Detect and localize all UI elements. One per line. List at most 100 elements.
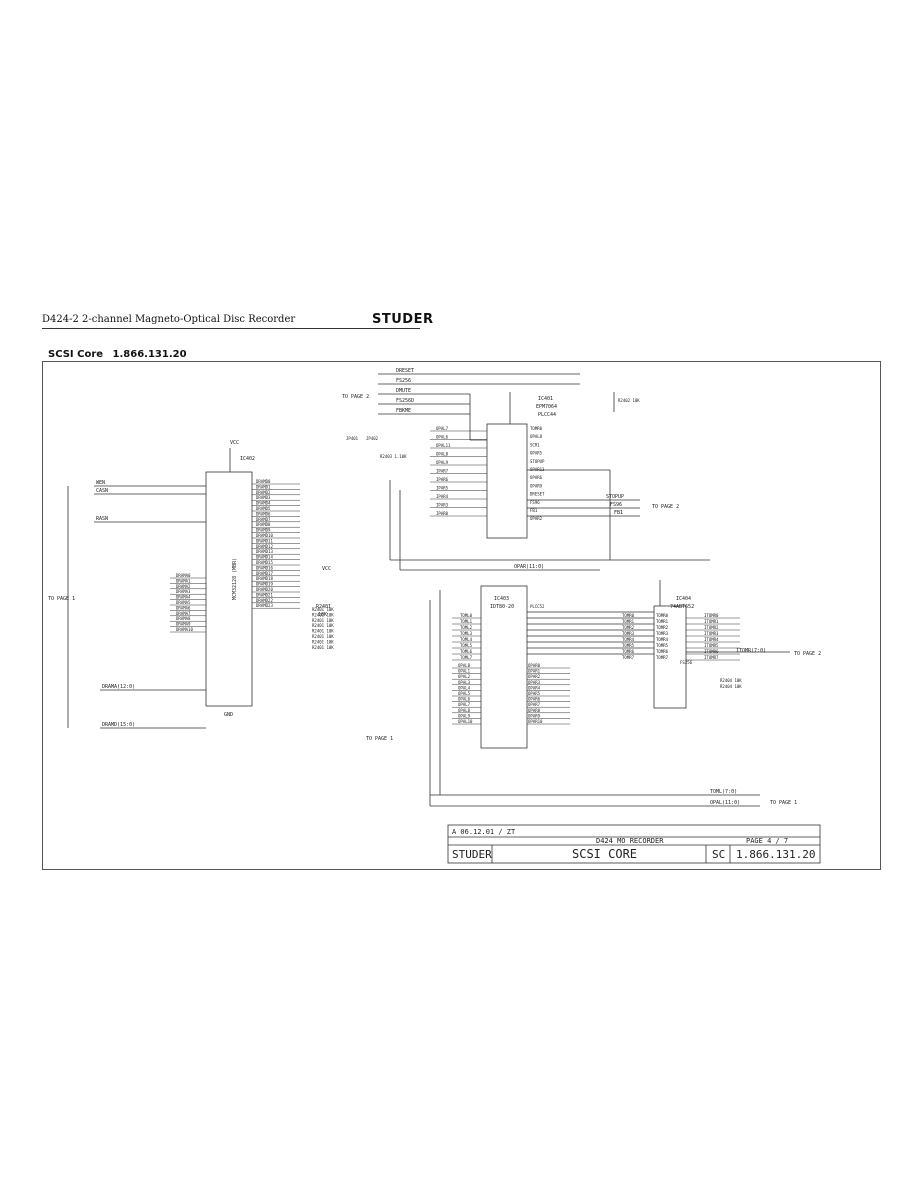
ic404-in-net: TOMR5 — [656, 643, 669, 648]
ic401-right-net: OPAL8 — [530, 434, 543, 439]
title-block-doc-prefix: SC — [712, 848, 725, 861]
ic402-addr-net: DRAMA9 — [176, 622, 191, 627]
ic401-left-net: OPAL8 — [436, 452, 449, 457]
ic404-out-net: ITOMR4 — [704, 637, 719, 642]
title-block-company: STUDER — [452, 848, 492, 861]
ic402-data-net: DRAMD18 — [256, 576, 273, 581]
title-block-project: D424 MO RECORDER — [596, 837, 664, 845]
ic404-in-net: TOMR6 — [656, 649, 669, 654]
r2401-pullup: R2401 10K — [312, 607, 334, 612]
ic403-in-net: TOML3 — [460, 631, 473, 636]
ic403-in-net: TOML6 — [460, 649, 473, 654]
signal-rasn: RASN — [96, 516, 108, 522]
ic402-data-net: DRAMD7 — [256, 517, 271, 522]
ic402-address-pins: DRAMA0DRAMA1DRAMA2DRAMA3DRAMA4DRAMA5DRAM… — [170, 573, 206, 633]
signal-wen: WEN — [96, 480, 105, 486]
ic404-in-net: TOMR3 — [656, 631, 669, 636]
ic404-r2402: R2402 10K — [618, 398, 640, 403]
bus-drama: DRAMA(12:0) — [102, 684, 135, 690]
ic402-addr-net: DRAMA5 — [176, 600, 191, 605]
signal-dreset: DRESET — [396, 368, 414, 374]
ic403-dp-left-net: OPAL8 — [458, 708, 471, 713]
ic401-r2403: R2403 1.10K — [380, 454, 407, 459]
ic401-left-net: IPAR3 — [436, 503, 449, 508]
header-rule — [42, 328, 420, 329]
ic403-out-net: TOMR1 — [622, 619, 635, 624]
ic402-addr-net: DRAMA0 — [176, 573, 191, 578]
ic404-out-net: ITOMR2 — [704, 625, 719, 630]
jp401: JP401 — [346, 436, 359, 441]
ic402-addr-net: DRAMA3 — [176, 589, 191, 594]
ic402-data-net: DRAMD21 — [256, 592, 273, 597]
ic402-body — [205, 471, 253, 707]
r2401-vcc: VCC — [322, 566, 331, 572]
ic402-data-net: DRAMD8 — [256, 522, 271, 527]
section-label: SCSI Core — [48, 349, 104, 360]
to-page-1-right: TO PAGE 1 — [770, 800, 797, 806]
ic402-data-net: DRAMD15 — [256, 560, 273, 565]
ic403-ref: IC403 — [494, 596, 509, 602]
ic401-left-pins: OPAL7OPAL6OPAL11OPAL8OPAL9IPAR7IPAR6IPAR… — [430, 426, 487, 517]
ic401-right-net: SCR1 — [530, 442, 540, 447]
ic403-out-net: TOMR6 — [622, 649, 635, 654]
ic403-dp-left-net: OPAL6 — [458, 697, 471, 702]
ic404-in-net: TOMR4 — [656, 637, 669, 642]
ic402-data-net: DRAMD10 — [256, 533, 273, 538]
r2401-pullup: R2401 10K — [312, 623, 334, 628]
ic402-addr-net: DRAMA6 — [176, 605, 191, 610]
ic401-right-net: DRESET — [530, 492, 545, 497]
ic403-out-net: TOMR7 — [622, 655, 635, 660]
ic403-body — [480, 585, 528, 749]
ic404-part: 74ABT652 — [670, 604, 694, 610]
ic403-out-net: TOMR2 — [622, 625, 635, 630]
ic403-dp-right-net: OPAR4 — [528, 685, 541, 690]
r2401-pullup: R2401 10K — [312, 612, 334, 617]
ic401-right-net: OPAR5 — [530, 451, 543, 456]
ic404-fs: FS256 — [680, 660, 693, 665]
to-page-1-left: TO PAGE 1 — [48, 596, 75, 602]
ic402-data-net: DRAMD20 — [256, 587, 273, 592]
document-header-title: D424-2 2-channel Magneto-Optical Disc Re… — [42, 314, 296, 325]
ic402-data-net: DRAMD6 — [256, 511, 271, 516]
r2401-pullup: R2401 10K — [312, 629, 334, 634]
ic402-data-net: DRAMD2 — [256, 490, 271, 495]
ic401-right-net: FS96 — [530, 500, 540, 505]
ic401-right-net: OPAR9 — [530, 483, 543, 488]
ic402-data-net: DRAMD22 — [256, 598, 273, 603]
ic403-dp-left-net: OPAL10 — [458, 719, 473, 724]
jp402: JP402 — [366, 436, 379, 441]
brand-logo: STUDER — [372, 312, 434, 327]
ic403-out-net: TOMR4 — [622, 637, 635, 642]
ic401-left-net: OPAL7 — [436, 426, 449, 431]
title-block-doc-number: 1.866.131.20 — [736, 848, 815, 861]
ic403-dp-left-pins: OPAL0OPAL1OPAL2OPAL3OPAL4OPAL5OPAL6OPAL7… — [452, 663, 481, 725]
ic402-data-net: DRAMD17 — [256, 571, 273, 576]
ic402-data-net: DRAMD0 — [256, 479, 271, 484]
r2401-value: 10K — [318, 612, 327, 618]
r2401-pullup: R2401 10K — [312, 618, 334, 623]
to-page-1-mid: TO PAGE 1 — [366, 736, 393, 742]
ic404-out-net: ITOMR3 — [704, 631, 719, 636]
ic403-dp-right-net: OPAR10 — [528, 719, 543, 724]
ic401-left-net: OPAL6 — [436, 435, 449, 440]
ic403-dp-left-net: OPAL7 — [458, 702, 471, 707]
ic401-right-net: FB1 — [530, 508, 538, 513]
ic402-data-net: DRAMD4 — [256, 501, 271, 506]
bus-dramd: DRAMD(15:0) — [102, 722, 135, 728]
ic402-data-net: DRAMD14 — [256, 555, 273, 560]
ic402-addr-net: DRAMA8 — [176, 616, 191, 621]
r2401-pullup: R2401 10K — [312, 645, 334, 650]
ic402-gnd: GND — [224, 712, 233, 718]
ic402-data-net: DRAMD23 — [256, 603, 273, 608]
signal-fs256d: FS256D — [396, 398, 414, 404]
ic402-data-net: DRAMD9 — [256, 528, 271, 533]
ic401-left-net: IPAR7 — [436, 469, 449, 474]
ic401-right-net: OPAR2 — [530, 516, 543, 521]
section-title: SCSI Core 1.866.131.20 — [42, 349, 187, 360]
ic403-dp-left-net: OPAL9 — [458, 713, 471, 718]
signal-fbkme: FBKME — [396, 408, 411, 414]
ic402-addr-net: DRAMA1 — [176, 578, 191, 583]
signal-casn: CASN — [96, 488, 108, 494]
